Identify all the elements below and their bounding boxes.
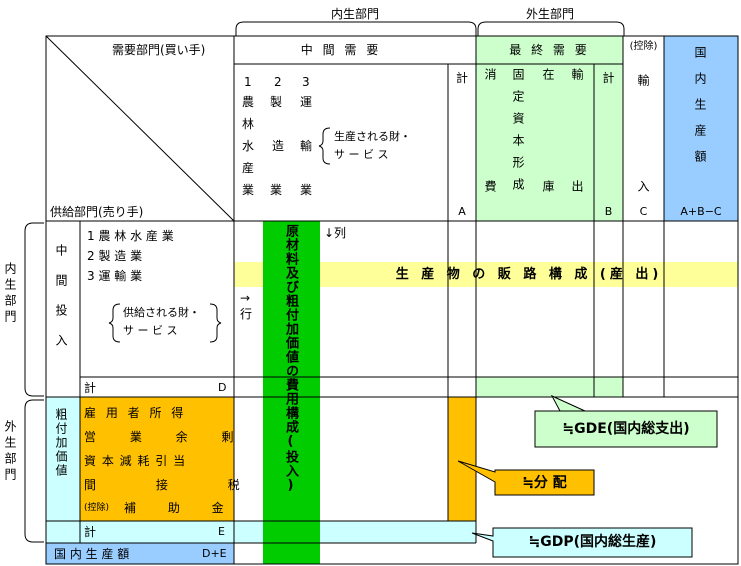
intermediate-total-label: 計 — [455, 71, 468, 85]
va-item-subsidy: 補 助 金 — [124, 501, 238, 515]
value-added-label-fill — [46, 397, 80, 521]
value-added-total-fill — [46, 521, 476, 543]
consumption-col: 消費 — [483, 68, 497, 292]
intermediate-total-letter: A — [458, 205, 466, 218]
fixed-capital-col: 固定資本形成 — [511, 68, 525, 200]
col-char-3-1: 水 — [242, 139, 255, 153]
gaisei-top-bracket — [477, 21, 625, 36]
intermediate-demand-header: 中 間 需 要 — [300, 43, 382, 57]
distribution-fill — [448, 397, 476, 521]
cost-band-fill — [263, 221, 320, 564]
supplied-goods-bracket-right — [209, 303, 222, 343]
demand-sector-label: 需要部門(買い手) — [112, 43, 206, 57]
output-header-fill — [664, 36, 738, 221]
output-formula-col: A+B−C — [680, 205, 722, 218]
distribution-callout — [457, 460, 595, 496]
sector-number-1: 1 — [244, 75, 252, 89]
col-char-5-2: 業 — [270, 183, 283, 197]
inventory-col: 在庫 — [541, 68, 555, 292]
produced-goods-label-2: サ ー ビ ス — [334, 148, 389, 161]
row-arrow-symbol: → — [240, 291, 251, 305]
gde-callout-label: ≒GDE(国内総支出) — [562, 421, 690, 437]
import-deduction-label: (控除) — [629, 41, 658, 52]
va-total-letter: E — [218, 525, 225, 538]
value-added-label: 粗付加価値 — [54, 408, 68, 478]
export-col: 輸出 — [570, 68, 584, 292]
final-total-label: 計 — [602, 71, 615, 85]
import-col: 輸入 — [636, 74, 650, 286]
sector-number-3: 3 — [302, 75, 310, 89]
produced-goods-bracket — [318, 127, 331, 165]
cost-structure-band: 原材料及び粗付加価値の費用構成(投入) — [283, 224, 298, 494]
supply-sector-label: 供給部門(売り手) — [50, 205, 144, 219]
domestic-output-header: 国内生産額 — [693, 46, 707, 176]
gdp-callout-label: ≒GDP(国内総生産) — [528, 534, 657, 550]
row-total-letter: D — [218, 381, 227, 394]
va-item-indirect-tax: 間 接 税 — [84, 478, 268, 492]
naisei-top-bracket — [235, 21, 477, 36]
final-demand-header: 最 終 需 要 — [509, 43, 590, 57]
gaisei-top-label: 外生部門 — [525, 7, 574, 21]
naisei-left-bracket — [24, 222, 44, 397]
naisei-top-label: 内生部門 — [330, 7, 379, 21]
col-char-4-1: 産 — [242, 161, 255, 175]
distribution-callout-label: ≒分 配 — [522, 475, 567, 491]
import-letter: C — [639, 205, 648, 218]
sector-number-2: 2 — [274, 75, 282, 89]
output-row-label: 国 内 生 産 額 — [54, 547, 130, 561]
col-char-5-1: 業 — [242, 183, 255, 197]
gaisei-left-bracket — [24, 399, 44, 543]
va-item-depreciation: 資 本 減 耗 引 当 — [84, 454, 187, 468]
output-row-letter: D+E — [202, 547, 227, 560]
final-demand-total-fill — [476, 377, 623, 397]
row-sector-3: 3 運 輸 業 — [87, 269, 143, 283]
value-added-items-fill — [80, 397, 234, 521]
row-sector-2: 2 製 造 業 — [87, 249, 143, 263]
va-item-operating-surplus: 営 業 余 剰 — [84, 430, 249, 444]
col-char-1-3: 運 — [300, 95, 313, 109]
row-total-label: 計 — [84, 381, 97, 395]
va-item-employee-income: 雇 用 者 所 得 — [84, 406, 187, 420]
supplied-goods-label-1: 供給される財・ — [123, 306, 200, 319]
sales-structure-band: 生 産 物 の 販 路 構 成 (産 出) — [395, 267, 663, 282]
row-sector-1: 1 農 林 水 産 業 — [87, 229, 174, 243]
final-demand-header-fill — [476, 36, 623, 221]
va-total-label: 計 — [84, 525, 97, 539]
intermediate-input-label: 中間投入 — [54, 244, 68, 364]
col-char-2-1: 林 — [242, 117, 255, 131]
col-char-3-2: 造 — [272, 139, 285, 153]
supplied-goods-bracket — [108, 303, 121, 343]
col-char-3-3: 輸 — [300, 139, 313, 153]
va-deduction-label: (控除) — [84, 503, 110, 513]
gde-callout — [534, 394, 718, 448]
column-arrow: ↓列 — [324, 226, 347, 240]
supplied-goods-label-2: サ ー ビ ス — [123, 324, 178, 337]
gaisei-left-label: 外生部門 — [3, 420, 17, 484]
gdp-callout — [471, 527, 693, 558]
col-char-5-3: 業 — [300, 183, 313, 197]
naisei-left-label: 内生部門 — [3, 262, 17, 326]
row-arrow-label: 行 — [240, 307, 253, 321]
output-row-fill — [46, 543, 234, 564]
col-char-1-2: 製 — [270, 95, 283, 109]
col-char-1-1: 農 — [242, 95, 255, 109]
final-total-letter: B — [604, 205, 613, 218]
produced-goods-label-1: 生産される財・ — [334, 130, 411, 143]
